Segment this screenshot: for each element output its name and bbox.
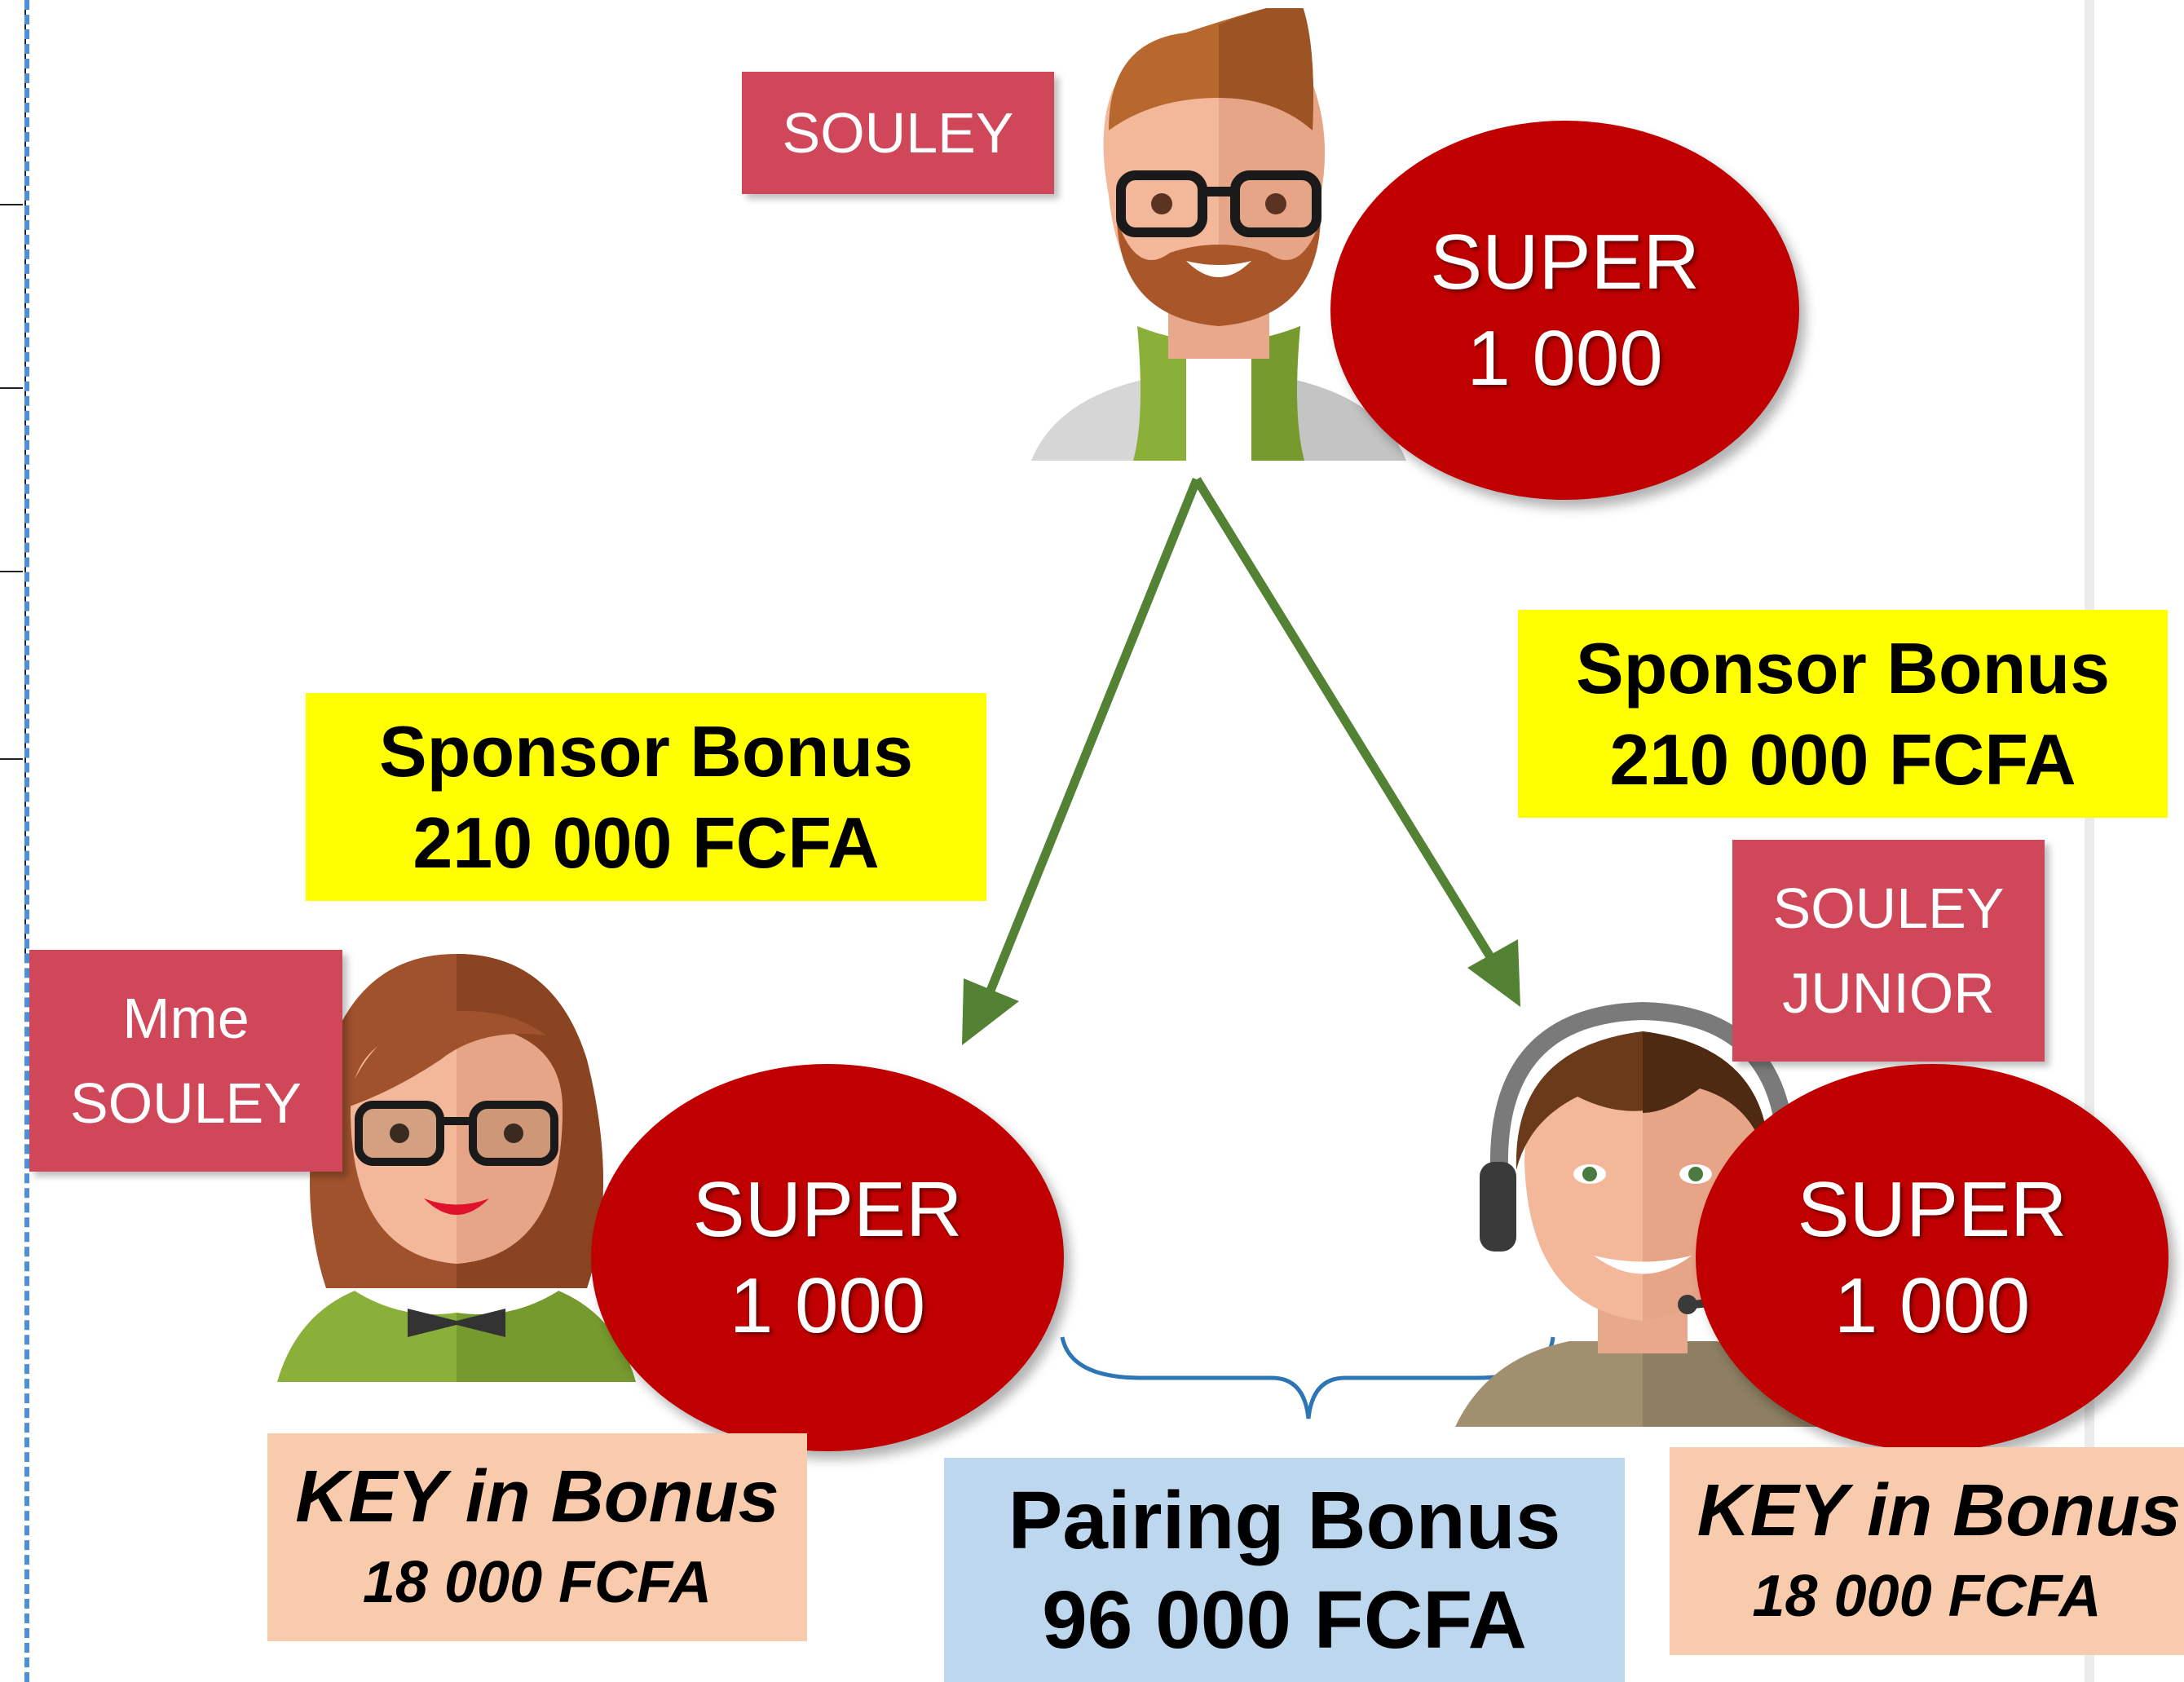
frame-tick	[0, 204, 23, 205]
plan-ellipse-left: SUPER 1 000	[591, 1064, 1064, 1451]
pairing-bonus-amount: 96 000 FCFA	[1042, 1574, 1527, 1666]
key-in-bonus-amount: 18 000 FCFA	[1752, 1563, 2102, 1629]
name-tag-right: SOULEY JUNIOR	[1732, 840, 2045, 1062]
name-tag-line: SOULEY	[782, 101, 1014, 165]
frame-tick	[0, 758, 23, 760]
sponsor-bonus-right: Sponsor Bonus 210 000 FCFA	[1518, 610, 2168, 818]
key-in-bonus-title: KEY in Bonus	[1696, 1469, 2182, 1552]
sponsor-bonus-amount: 210 000 FCFA	[1609, 718, 2076, 800]
key-in-bonus-title: KEY in Bonus	[295, 1455, 779, 1538]
name-tag-line: SOULEY	[70, 1071, 302, 1135]
plan-name: SUPER	[1430, 218, 1700, 306]
name-tag-line: SOULEY	[1772, 876, 2005, 940]
key-in-bonus-left: KEY in Bonus 18 000 FCFA	[267, 1433, 807, 1641]
name-tag-top: SOULEY	[742, 72, 1054, 194]
name-tag-line: JUNIOR	[1782, 961, 1995, 1025]
man-with-glasses-avatar	[1031, 8, 1406, 461]
name-tag-line: Mme	[122, 987, 249, 1050]
sponsor-bonus-left: Sponsor Bonus 210 000 FCFA	[306, 693, 986, 901]
sponsor-bonus-title: Sponsor Bonus	[1575, 627, 2111, 709]
frame-tick	[0, 571, 23, 572]
left-dashed-guide	[24, 0, 29, 1682]
plan-points: 1 000	[1467, 314, 1663, 402]
sponsor-bonus-title: Sponsor Bonus	[378, 710, 914, 792]
plan-ellipse-top: SUPER 1 000	[1330, 121, 1799, 500]
key-in-bonus-right: KEY in Bonus 18 000 FCFA	[1670, 1447, 2184, 1655]
plan-points: 1 000	[729, 1261, 926, 1349]
plan-name: SUPER	[1797, 1165, 2067, 1253]
plan-ellipse-right: SUPER 1 000	[1696, 1064, 2169, 1451]
frame-tick	[0, 387, 23, 389]
arrow-to-right-node	[1193, 477, 1520, 1007]
sponsor-bonus-amount: 210 000 FCFA	[413, 801, 880, 883]
pairing-bonus-title: Pairing Bonus	[1008, 1474, 1561, 1566]
woman-with-glasses-avatar	[277, 954, 636, 1382]
key-in-bonus-amount: 18 000 FCFA	[362, 1549, 713, 1615]
arrow-to-left-node	[962, 477, 1202, 1045]
plan-points: 1 000	[1833, 1261, 2031, 1349]
pairing-bonus: Pairing Bonus 96 000 FCFA	[944, 1458, 1625, 1682]
name-tag-left: Mme SOULEY	[29, 950, 342, 1172]
plan-name: SUPER	[692, 1165, 963, 1253]
